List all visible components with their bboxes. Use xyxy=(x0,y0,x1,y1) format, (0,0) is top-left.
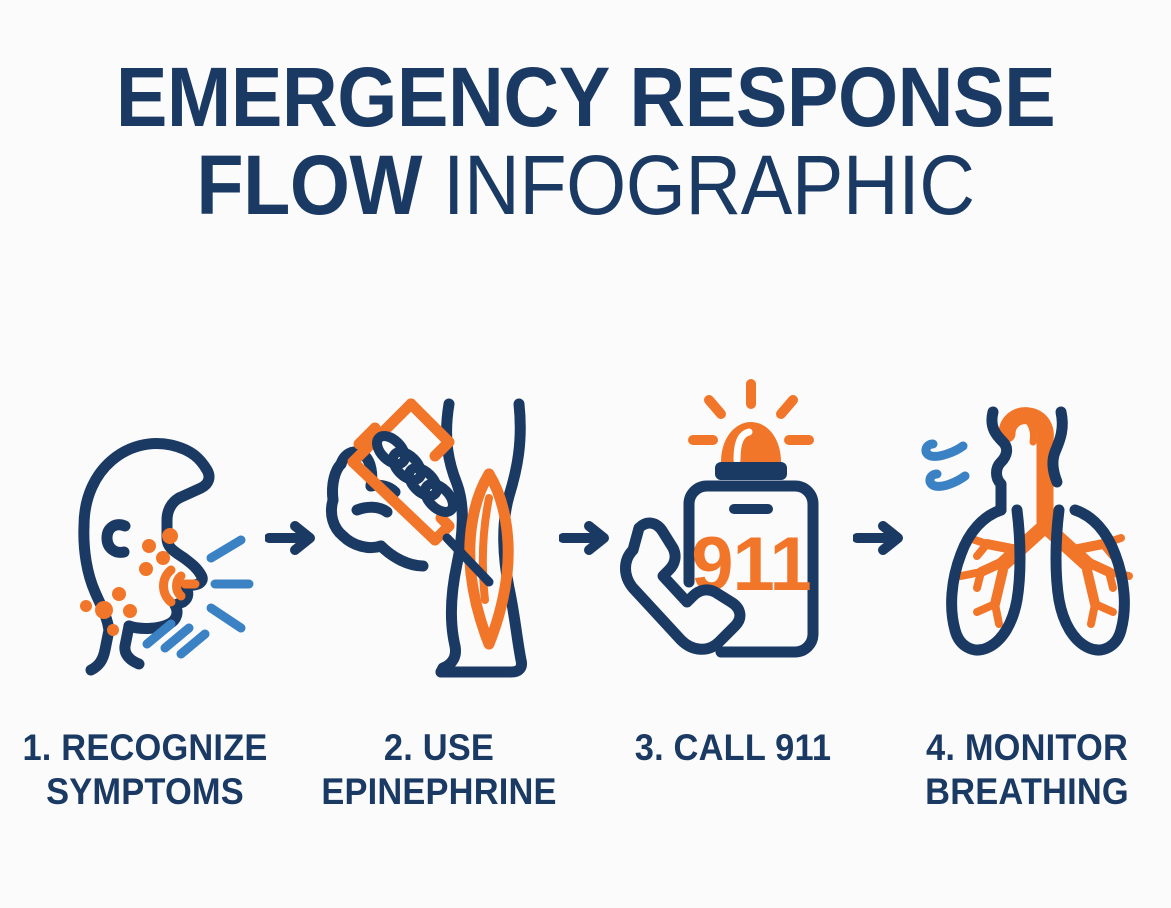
page-title: EMERGENCY RESPONSE FLOW INFOGRAPHIC xyxy=(0,50,1171,227)
airflow-swirl-icon xyxy=(921,439,969,491)
arrow-step1-to-step2 xyxy=(261,373,323,703)
injector-needle-icon xyxy=(442,533,493,587)
step-1-icon-face-with-hives-and-swelling xyxy=(29,373,261,703)
step-3-icon-phone-call-911: 911 xyxy=(617,373,849,703)
step-2-icon-epinephrine-auto-injector xyxy=(323,373,555,703)
title-word-infographic: INFOGRAPHIC xyxy=(443,138,975,233)
title-line-1: EMERGENCY RESPONSE xyxy=(115,50,1056,144)
hives-rash-dots-icon xyxy=(79,528,178,636)
swollen-lips-icon xyxy=(158,565,199,607)
siren-light-icon xyxy=(720,422,781,464)
title-word-flow: FLOW xyxy=(196,138,422,233)
step-2-caption-line-2: EPINEPHRINE xyxy=(320,770,557,812)
phone-handset-icon xyxy=(619,517,745,655)
step-4-caption: 4. MONITOR BREATHING xyxy=(890,726,1163,813)
thigh-muscle-icon xyxy=(463,468,514,650)
step-1-caption-line-1: 1. RECOGNIZE xyxy=(21,727,268,768)
siren-base-icon xyxy=(714,462,787,480)
smartphone-body-icon xyxy=(683,480,818,658)
labored-breathing-lines-icon xyxy=(142,535,253,659)
step-3-caption: 3. CALL 911 xyxy=(596,726,869,770)
step-4-icon-lungs-breathing xyxy=(911,373,1143,703)
step-3-caption-line-1: 3. CALL 911 xyxy=(634,727,831,768)
injector-plunger-coils-icon xyxy=(371,431,458,517)
steps-icon-row: 911 xyxy=(0,368,1171,708)
head-outline-icon xyxy=(77,438,214,676)
lungs-outline-icon xyxy=(945,406,1130,656)
steps-caption-row: 1. RECOGNIZE SYMPTOMS 2. USE EPINEPHRINE… xyxy=(0,726,1171,813)
siren-rays-icon xyxy=(687,379,814,445)
step-1-caption-line-2: SYMPTOMS xyxy=(45,770,244,812)
step-2-caption: 2. USE EPINEPHRINE xyxy=(302,726,575,813)
title-line-2: FLOW INFOGRAPHIC xyxy=(47,143,1124,227)
step-2-caption-line-1: 2. USE xyxy=(383,727,494,768)
step-1-caption: 1. RECOGNIZE SYMPTOMS xyxy=(8,726,281,813)
step-4-caption-line-2: BREATHING xyxy=(924,770,1129,812)
step-4-caption-line-1: 4. MONITOR xyxy=(925,727,1128,768)
arrow-step3-to-step4 xyxy=(849,373,911,703)
arrow-step2-to-step3 xyxy=(555,373,617,703)
phone-speaker-icon xyxy=(728,504,773,514)
